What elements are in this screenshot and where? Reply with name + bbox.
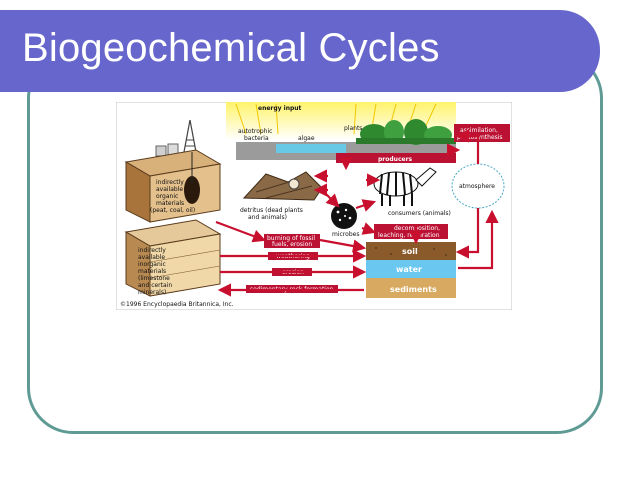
- decomposition-label-line2: leaching, respiration: [378, 232, 440, 239]
- inorganic-label-line4: materials: [138, 268, 166, 275]
- zebra-illustration: [373, 167, 437, 206]
- plants-illustration: [356, 119, 456, 145]
- soil-layer: [366, 242, 456, 260]
- organic-label-line3: organic: [156, 193, 178, 200]
- inorganic-label-line1: indirectly: [138, 247, 166, 254]
- consumers-label: consumers (animals): [388, 210, 451, 217]
- energy-input-label: energy input: [258, 105, 302, 112]
- water-label: water: [396, 265, 422, 274]
- burning-label-line1: burning of fossil: [267, 235, 315, 242]
- autotrophic-label-line2: bacteria: [244, 135, 269, 142]
- inorganic-label-line5: (limestone: [138, 275, 170, 282]
- sediments-label: sediments: [390, 285, 437, 294]
- atmosphere-label: atmosphere: [459, 183, 495, 190]
- organic-label-line1: indirectly: [156, 179, 184, 186]
- inorganic-label-line2: available: [138, 254, 165, 261]
- detritus-label-line2: and animals): [248, 214, 287, 221]
- water-layer: [366, 260, 456, 278]
- water-pool: [276, 144, 346, 153]
- assimilation-label-line2: photosynthesis: [457, 134, 503, 141]
- slide-title: Biogeochemical Cycles: [22, 26, 440, 70]
- copyright-label: ©1996 Encyclopaedia Britannica, Inc.: [120, 301, 234, 308]
- organic-label-line4: materials: [156, 200, 184, 207]
- detritus-illustration: [242, 171, 323, 201]
- soil-texture: [375, 247, 447, 256]
- organic-label-line2: available: [156, 186, 183, 193]
- autotrophic-label-line1: autotrophic: [238, 128, 272, 135]
- diagram-svg: energy input producers autotrophic bacte…: [115, 101, 513, 311]
- organic-materials-block: [124, 149, 222, 223]
- microbes-label: microbes: [332, 231, 359, 238]
- title-band: [0, 10, 600, 92]
- assimilation-label-line1: assimilation,: [460, 127, 498, 134]
- cycle-arrows: [215, 129, 499, 297]
- burning-label-line2: fuels, erosion: [272, 241, 312, 248]
- producers-bar: [336, 153, 456, 163]
- inorganic-label-line3: inorganic: [138, 261, 166, 268]
- algae-label: algae: [298, 135, 315, 142]
- producers-label: producers: [378, 156, 413, 163]
- burning-box: [264, 234, 320, 248]
- sediments-layer: [366, 278, 456, 298]
- inorganic-label-line7: minerals): [138, 289, 166, 296]
- plants-label: plants: [344, 125, 362, 132]
- organic-label-line5: (peat, coal, oil): [150, 207, 195, 214]
- inorganic-label-line6: and certain: [138, 282, 172, 289]
- detritus-label-line1: detritus (dead plants: [240, 207, 303, 214]
- inorganic-materials-block: [124, 219, 222, 297]
- soil-label: soil: [402, 247, 418, 256]
- biogeochemical-diagram: energy input producers autotrophic bacte…: [115, 101, 513, 311]
- microbes-dots: [336, 208, 352, 222]
